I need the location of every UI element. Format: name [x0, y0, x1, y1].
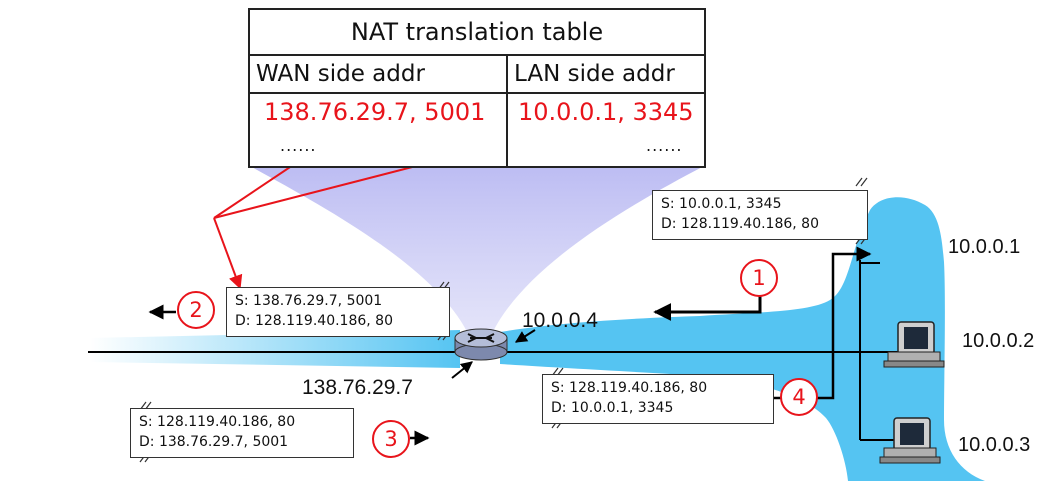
- column-divider: [506, 94, 508, 166]
- packet-2-dst: D: 128.119.40.186, 80: [235, 313, 393, 329]
- table-title: NAT translation table: [250, 10, 704, 56]
- packet-2: S: 138.76.29.7, 5001 D: 128.119.40.186, …: [226, 287, 450, 337]
- packet-1-src: S: 10.0.0.1, 3345: [661, 196, 782, 212]
- packet-4-src: S: 128.119.40.186, 80: [551, 380, 708, 396]
- pointer-wan-addr: [451, 361, 473, 379]
- header-wan: WAN side addr: [250, 54, 506, 94]
- red-arrow-to-packet2: [213, 217, 243, 290]
- entry-lan: 10.0.0.1, 3345: [518, 98, 694, 126]
- header-lan: LAN side addr: [506, 54, 704, 94]
- router-wan-address: 138.76.29.7: [302, 376, 413, 399]
- nat-translation-table: NAT translation table WAN side addr LAN …: [248, 8, 706, 168]
- packet-2-src: S: 138.76.29.7, 5001: [235, 293, 383, 309]
- host2-computer: [883, 321, 945, 368]
- pointer-lan-addr: [514, 329, 536, 343]
- packet-4: S: 128.119.40.186, 80 D: 10.0.0.1, 3345: [542, 374, 774, 424]
- packet-1-dst: D: 128.119.40.186, 80: [661, 216, 819, 232]
- step-1-badge: 1: [740, 259, 778, 297]
- step-4-badge: 4: [780, 378, 818, 416]
- entry-wan: 138.76.29.7, 5001: [264, 98, 486, 126]
- router-lan-address: 10.0.0.4: [522, 309, 598, 332]
- packet-3-src: S: 128.119.40.186, 80: [139, 414, 296, 430]
- nat-router: [454, 328, 508, 361]
- host3-computer: [879, 417, 941, 464]
- ellipsis-lan: ......: [646, 136, 683, 155]
- lan-cloud: [500, 197, 985, 481]
- host3-address: 10.0.0.3: [958, 434, 1031, 456]
- packet-3-dst: D: 138.76.29.7, 5001: [139, 434, 289, 450]
- step-2-badge: 2: [177, 291, 215, 329]
- host2-address: 10.0.0.2: [962, 330, 1035, 352]
- ellipsis-wan: ......: [280, 136, 317, 155]
- step-3-badge: 3: [372, 420, 410, 458]
- arrow-step1: [653, 290, 762, 321]
- magnify-beam: [250, 166, 704, 338]
- host1-address: 10.0.0.1: [948, 236, 1021, 258]
- wan-band: [90, 330, 460, 368]
- packet-4-dst: D: 10.0.0.1, 3345: [551, 400, 674, 416]
- packet-3: S: 128.119.40.186, 80 D: 138.76.29.7, 50…: [130, 408, 354, 458]
- packet-1: S: 10.0.0.1, 3345 D: 128.119.40.186, 80: [652, 190, 868, 240]
